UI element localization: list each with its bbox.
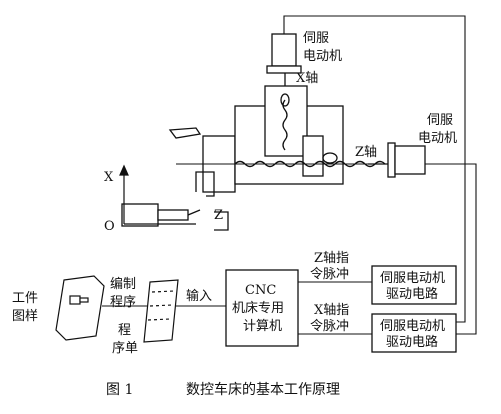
program-sheet-label-1: 程: [118, 323, 131, 338]
x-pulse-label-1: X轴指: [314, 303, 349, 318]
x-motor-flange: [266, 65, 302, 74]
tailstock-quill: [157, 209, 189, 221]
drive-top-label-1: 伺服电动机: [380, 271, 445, 286]
workpiece-drawing: [55, 275, 105, 341]
drive-box-bottom: [371, 313, 457, 353]
workpiece-label-1: 工件: [12, 291, 38, 306]
z-motor-label-2: 电动机: [418, 131, 457, 146]
z-motor-wire: [425, 163, 477, 335]
cnc-label-2: 机床专用: [232, 301, 284, 316]
coord-x-label: X: [104, 170, 114, 185]
figure-number: 图 1: [106, 382, 133, 398]
lathe-assembly: [121, 85, 386, 231]
z-motor-label-1: 伺服: [427, 113, 453, 128]
cnc-box: [225, 269, 299, 347]
input-label: 输入: [186, 288, 212, 304]
program-sheet: [143, 279, 179, 343]
drive-bottom-label-1: 伺服电动机: [380, 319, 445, 334]
drive-bottom-label-2: 驱动电路: [386, 334, 438, 350]
x-servo-motor: [266, 33, 302, 86]
workpiece-label-2: 图样: [12, 309, 38, 324]
drive-box-top: [371, 265, 457, 305]
x-arrowhead: [119, 164, 129, 176]
x-slide: [264, 85, 308, 157]
x-motor-label-1: 伺服: [303, 31, 329, 46]
program-sheet-label-2: 序单: [112, 341, 138, 356]
x-coupling: [280, 93, 290, 107]
x-pulse-label-2: 令脉冲: [310, 319, 349, 334]
x-lead-screw: [282, 99, 288, 151]
drawing-part: [69, 295, 81, 305]
z-pulse-label-1: Z轴指: [314, 251, 349, 266]
tailstock: [121, 203, 159, 227]
z-motor-body: [394, 145, 426, 175]
programming-label-2: 程序: [110, 295, 136, 310]
drawing-sheet: [55, 275, 105, 341]
program-sheet-shape: [143, 279, 179, 343]
coord-origin-label: O: [104, 219, 115, 234]
z-servo-motor: [368, 142, 426, 178]
cnc-label-1: CNC: [245, 283, 276, 298]
z-pulse-label-2: 令脉冲: [310, 267, 349, 282]
x-motor-body: [271, 33, 297, 67]
coordinate-axes: [119, 164, 196, 225]
flow-lines: [102, 281, 372, 335]
x-motor-label-2: 电动机: [303, 49, 342, 64]
wiring: [283, 15, 477, 335]
coord-z-label: Z: [214, 208, 223, 223]
z-lead-screw: [234, 160, 386, 168]
cutting-tool: [168, 127, 202, 139]
x-axis-label: X轴: [296, 71, 318, 86]
tool-post: [302, 135, 324, 177]
z-axis-label: Z轴: [355, 145, 377, 160]
drive-top-label-2: 驱动电路: [386, 286, 438, 302]
cnc-label-3: 计算机: [243, 319, 282, 334]
x-motor-wire: [283, 15, 466, 323]
z-motor-flange: [387, 142, 396, 178]
lower-slide: [195, 171, 215, 197]
z-coupling: [322, 152, 338, 164]
figure-title: 数控车床的基本工作原理: [186, 381, 340, 398]
programming-label-1: 编制: [110, 277, 136, 292]
